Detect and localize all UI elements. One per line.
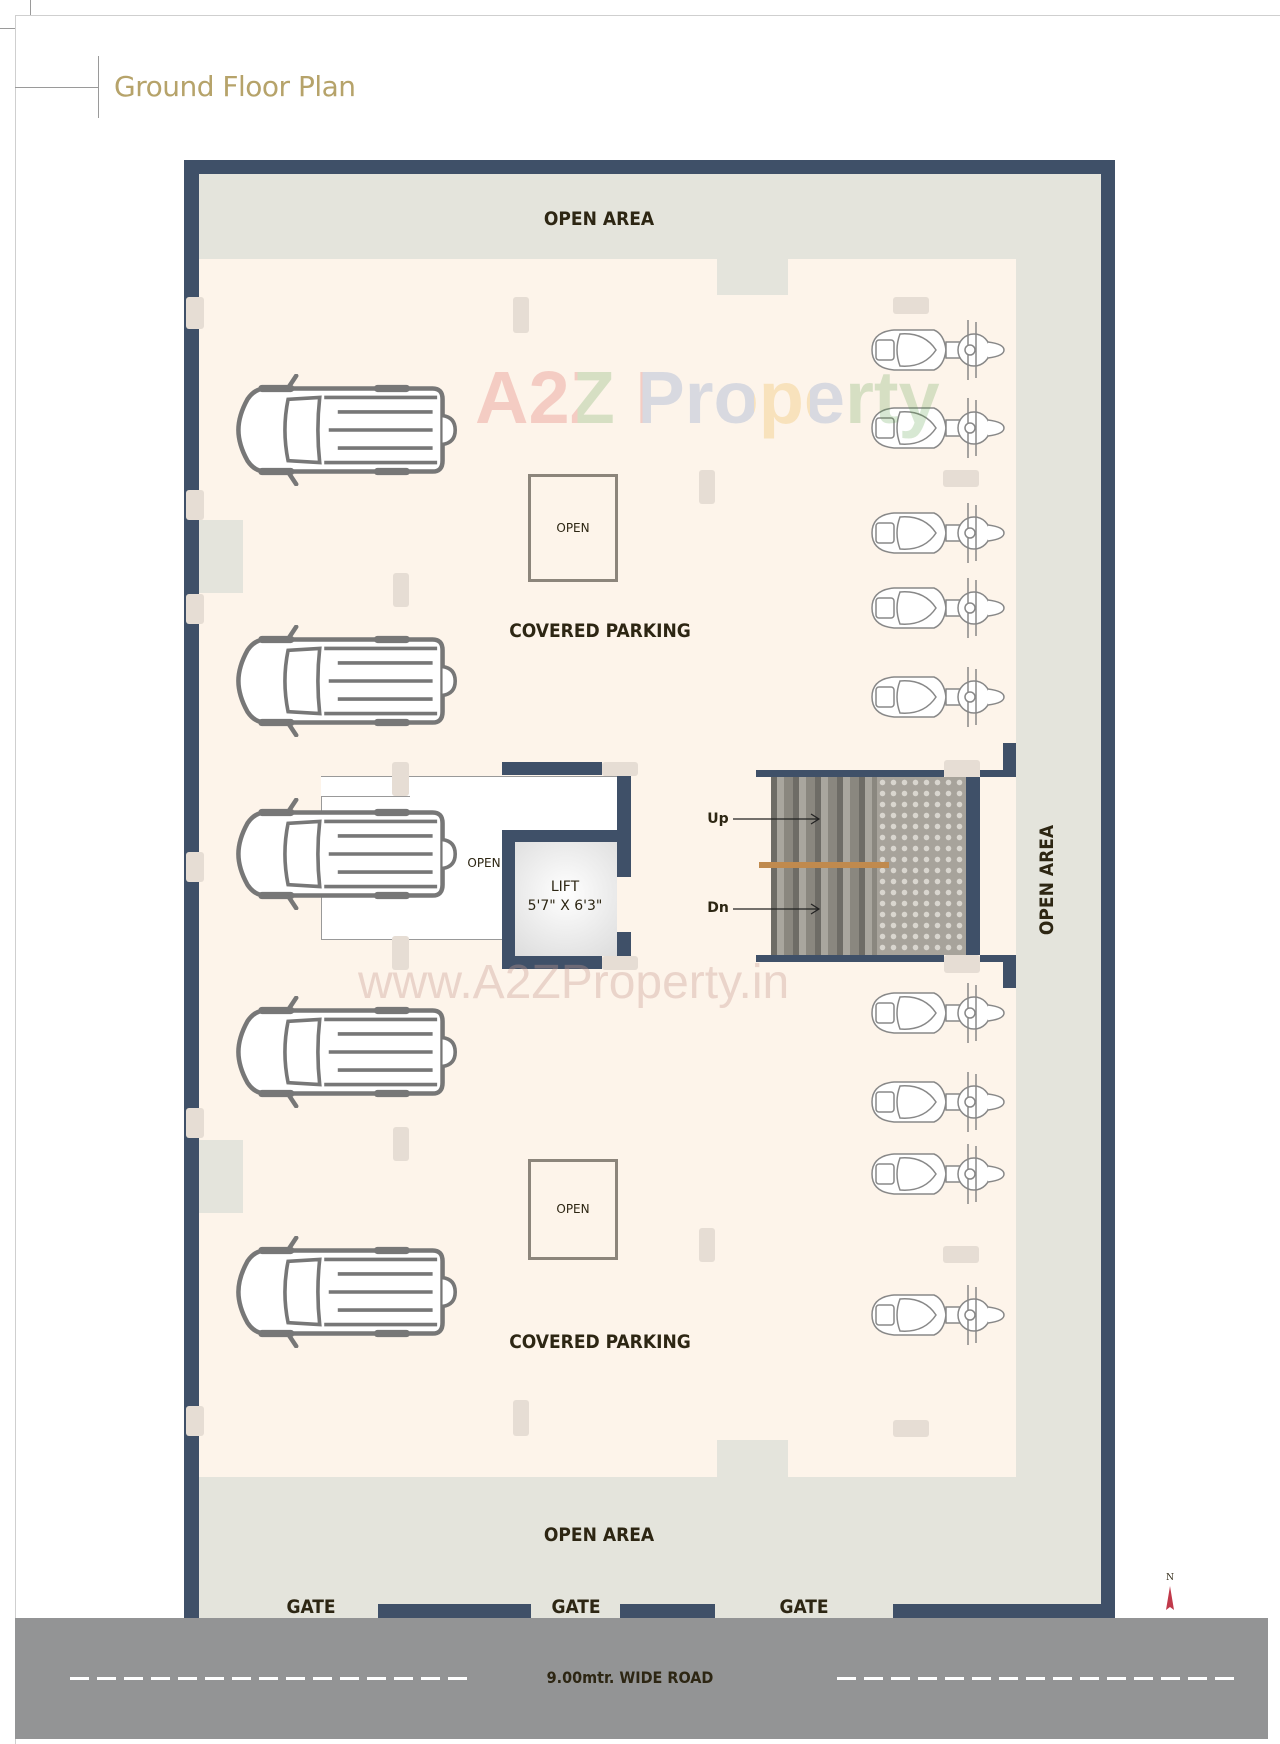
stair-handrail (759, 862, 889, 868)
pillar (186, 594, 204, 624)
pillar (392, 762, 409, 796)
road-lane-dashes-left (70, 1677, 470, 1680)
watermark-url: www.A2ZProperty.in (358, 956, 790, 1009)
car-parking-1 (225, 374, 465, 486)
notch-top (717, 258, 788, 295)
stair-wall-right-stub-bottom (1003, 955, 1016, 988)
left-niche-2 (199, 1140, 243, 1213)
car-parking-4 (225, 996, 465, 1108)
lift-wall-bottom (502, 956, 602, 969)
scooter-parking-5 (871, 667, 1005, 728)
outer-wall-top (184, 160, 1115, 174)
pillar (393, 1127, 409, 1161)
pillar (186, 1108, 204, 1138)
lift-size-label: 5'7" X 6'3" (527, 898, 603, 914)
open-area-bottom-label: OPEN AREA (543, 1524, 655, 1546)
stair-up-arrow-icon (733, 813, 821, 825)
pillar (602, 762, 638, 776)
pillar (393, 573, 409, 607)
pillar (602, 956, 638, 970)
gate-2: GATE (551, 1596, 601, 1618)
title-rule-v (98, 56, 99, 118)
pillar (943, 470, 979, 487)
car-parking-2 (225, 625, 465, 737)
left-niche-1 (199, 520, 243, 593)
car-parking-3 (225, 798, 465, 910)
open-area-top-label: OPEN AREA (543, 208, 655, 230)
stair-down-arrow-icon (733, 903, 821, 915)
open-shaft-top-label: OPEN (556, 521, 590, 535)
stair-wall-right-stub-top (1003, 743, 1016, 777)
pillar (893, 297, 929, 314)
scooter-parking-3 (871, 503, 1005, 564)
pillar (943, 1246, 979, 1263)
stair-up-label: Up (707, 811, 729, 827)
pillar (392, 936, 409, 970)
scooter-parking-8 (871, 1144, 1005, 1205)
pillar (893, 1420, 929, 1437)
pillar (699, 470, 715, 504)
pillar (513, 1400, 529, 1436)
open-area-right-label: OPEN AREA (1036, 824, 1058, 936)
road-lane-dashes-right (837, 1677, 1237, 1680)
title-rule-h (15, 87, 98, 88)
stair-bottom-wall-right (980, 955, 1015, 962)
scooter-parking-7 (871, 1072, 1005, 1133)
corner-mark-h (0, 28, 15, 29)
pillar (944, 760, 980, 778)
page-title: Ground Floor Plan (114, 70, 356, 103)
lift-label: LIFT (550, 879, 580, 895)
gate-3: GATE (779, 1596, 829, 1618)
scooter-parking-9 (871, 1285, 1005, 1346)
corner-mark-v (30, 0, 31, 15)
pillar (513, 297, 529, 333)
stair-landing (877, 777, 966, 955)
notch-bottom (717, 1440, 788, 1478)
lift-wall-top (502, 830, 631, 842)
outer-wall-right (1101, 160, 1115, 1618)
pillar (186, 297, 204, 329)
lobby-open-label: OPEN (467, 856, 501, 870)
open-shaft-top (528, 474, 618, 582)
car-parking-5 (225, 1236, 465, 1348)
stair-bottom-wall (756, 955, 944, 962)
pillar (944, 955, 980, 973)
pillar (699, 1228, 715, 1262)
stair-down-label: Dn (707, 900, 729, 916)
pillar (186, 852, 204, 882)
lift-car (515, 842, 617, 956)
lift-top-wall (502, 762, 602, 775)
open-shaft-bottom (528, 1159, 618, 1260)
pillar (186, 490, 204, 520)
core-right-wall-upper (617, 776, 631, 877)
open-shaft-bottom-label: OPEN (556, 1202, 590, 1216)
gate-1: GATE (286, 1596, 336, 1618)
road-label: 9.00mtr. WIDE ROAD (546, 1668, 714, 1687)
stair-top-wall-right (980, 770, 1015, 777)
watermark-logo: A2Z Property (475, 356, 940, 439)
covered-parking-top-label: COVERED PARKING (509, 620, 691, 642)
frame-line-left (15, 15, 16, 1744)
front-wall-segment-2 (620, 1604, 715, 1618)
front-wall-segment-1 (378, 1604, 531, 1618)
stair-top-wall (756, 770, 944, 777)
lift-wall-left (502, 830, 515, 969)
frame-line-top (15, 15, 1280, 16)
stair-right-wall (966, 777, 980, 955)
core-right-wall-lower (617, 932, 631, 956)
north-label: N (1166, 1573, 1174, 1583)
pillar (186, 1406, 204, 1436)
outer-wall-left (184, 160, 199, 1618)
north-arrow-icon (1166, 1586, 1174, 1610)
front-wall-segment-3 (893, 1604, 1115, 1618)
scooter-parking-6 (871, 983, 1005, 1044)
scooter-parking-4 (871, 578, 1005, 639)
covered-parking-bottom-label: COVERED PARKING (509, 1331, 691, 1353)
